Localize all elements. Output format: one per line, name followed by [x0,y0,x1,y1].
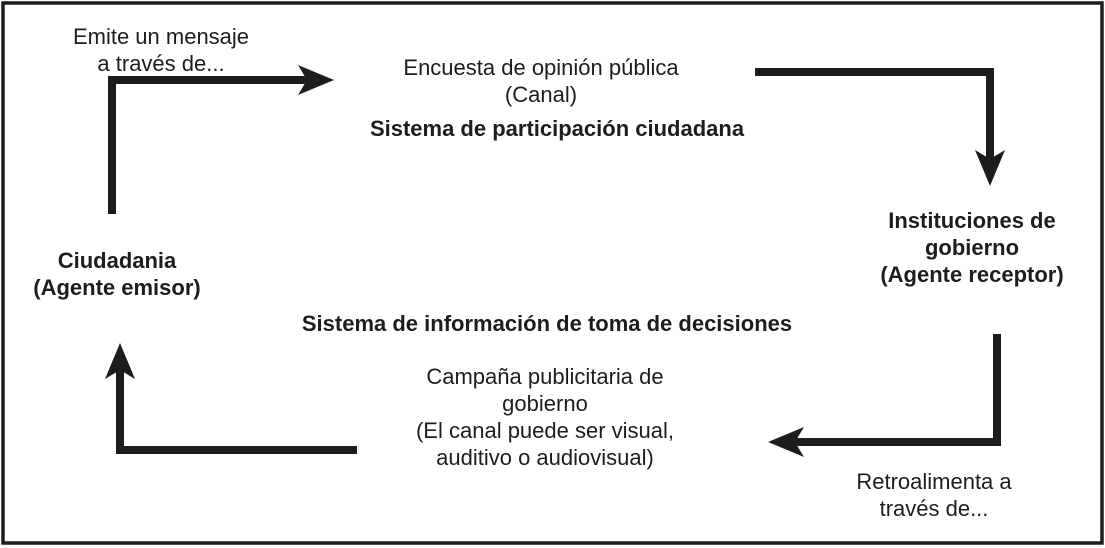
node-encuesta-line: (Canal) [504,82,578,107]
node-instituciones-line: gobierno [924,235,1020,260]
arrowhead-left-icon [768,427,804,457]
arrow-institutions-to-campaign [768,334,1001,457]
node-instituciones-line: (Agente receptor) [880,262,1064,287]
arrow-campaign-to-citizen [105,343,357,454]
node-campana-line: Campaña publicitaria de [426,364,664,389]
emite-arrow-label: Emite un mensaje a través de... [73,23,249,77]
arrowhead-down-icon [975,150,1005,186]
node-campana-line: gobierno [502,391,588,416]
node-ciudadania-line: (Agente emisor) [33,275,201,300]
retroalimenta-arrow-label: Retroalimenta a través de... [856,468,1011,522]
arrowhead-up-icon [105,343,135,379]
node-instituciones-line: Instituciones de [888,208,1056,233]
node-campana: Campaña publicitaria de gobierno (El can… [416,363,674,471]
node-campana-line: auditivo o audiovisual) [436,445,654,470]
node-encuesta-line: Encuesta de opinión pública [403,55,679,80]
arrow-citizen-to-survey [108,65,334,214]
node-ciudadania: Ciudadania (Agente emisor) [33,247,200,301]
emite-arrow-label-line: Emite un mensaje [72,24,250,49]
retroalimenta-arrow-label-line: Retroalimenta a [856,469,1012,494]
node-encuesta: Encuesta de opinión pública (Canal) [403,54,678,108]
arrow-survey-to-institutions [755,68,1005,186]
node-instituciones: Instituciones de gobierno (Agente recept… [880,207,1063,288]
node-campana-line: (El canal puede ser visual, [415,418,675,443]
emite-arrow-label-line: a través de... [97,51,225,76]
retroalimenta-arrow-label-line: través de... [879,496,989,521]
arrowhead-right-icon [298,65,334,95]
system-label-participacion: Sistema de participación ciudadana [369,116,745,141]
system-label-informacion: Sistema de información de toma de decisi… [301,311,793,336]
node-ciudadania-line: Ciudadania [57,248,177,273]
